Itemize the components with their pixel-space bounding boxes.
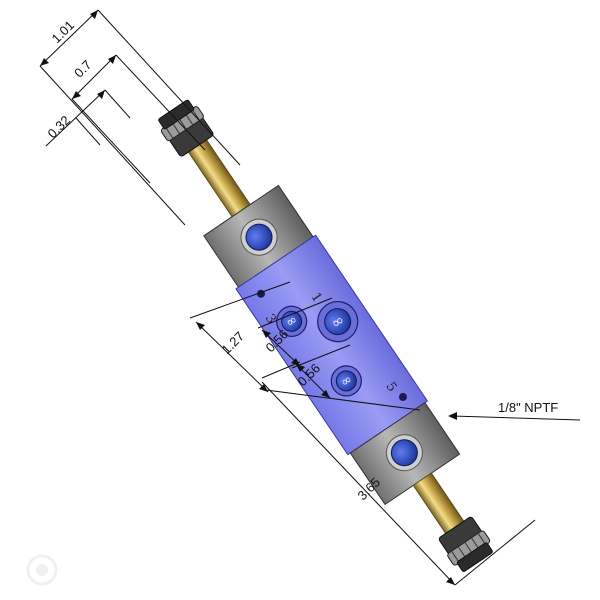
port-5: ∞ xyxy=(330,365,362,397)
dimension-0-7-label: 0.7 xyxy=(71,57,94,80)
dimension-0-7: 0.7 xyxy=(71,54,206,184)
port-1: ∞ xyxy=(317,301,359,343)
ext-line-lower-port xyxy=(265,389,421,411)
dimension-1-01-label: 1.01 xyxy=(49,18,78,47)
dimension-0-32-label: 0.32 xyxy=(45,113,74,142)
ext-line-port5b xyxy=(261,361,301,379)
ext-line-port3 xyxy=(189,281,291,319)
lower-knob xyxy=(438,516,493,572)
upper-knob xyxy=(158,99,214,157)
ext-line-port5 xyxy=(291,344,351,369)
lower-end-cap-port xyxy=(385,434,423,472)
upper-end-cap-port xyxy=(240,218,278,256)
port-thread-callout: 1/8" NPTF xyxy=(448,400,581,421)
valve-assembly: ∞ ∞ ∞ 3 1 5 xyxy=(158,99,493,572)
dimension-1-27-label: 1.27 xyxy=(219,329,248,358)
port-3: ∞ xyxy=(276,305,308,337)
lower-body-dot xyxy=(398,392,407,401)
dimension-1-01: 1.01 xyxy=(39,9,241,226)
faded-logo-icon xyxy=(26,554,58,586)
ext-line-port1 xyxy=(257,297,333,329)
dimension-1-27: 1.27 xyxy=(195,321,269,393)
port-thread-callout-label: 1/8" NPTF xyxy=(498,400,558,415)
